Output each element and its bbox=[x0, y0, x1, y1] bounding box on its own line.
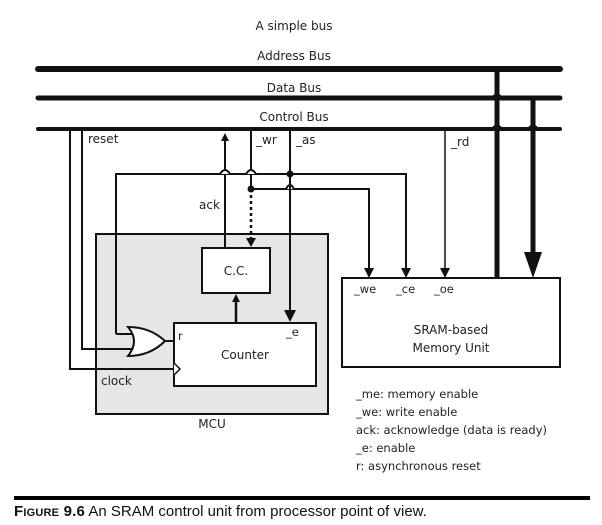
clock-input-marker bbox=[173, 362, 182, 376]
pin-ce: _ce bbox=[395, 282, 415, 296]
diagram-title: A simple bus bbox=[256, 19, 333, 33]
clock-label: clock bbox=[101, 374, 132, 388]
legend-item: _e: enable bbox=[355, 441, 415, 455]
legend-item: _we: write enable bbox=[355, 405, 457, 419]
pin-we: _we bbox=[353, 282, 376, 296]
cc-label: C.C. bbox=[224, 264, 248, 278]
wr-cc-arrow bbox=[246, 238, 256, 247]
legend-item: ack: acknowledge (data is ready) bbox=[356, 423, 547, 437]
wr-label: _wr bbox=[255, 133, 277, 147]
rd-label: _rd bbox=[450, 135, 469, 149]
clock-wire bbox=[69, 129, 176, 370]
caption-text: An SRAM control unit from processor poin… bbox=[85, 503, 427, 520]
wr-crossing bbox=[245, 169, 257, 175]
memory-label-line1: SRAM-based bbox=[414, 323, 489, 337]
control-bus-label: Control Bus bbox=[259, 110, 328, 124]
ack-label: ack bbox=[199, 198, 220, 212]
as-to-ce-wire bbox=[285, 173, 407, 272]
memory-label-line2: Memory Unit bbox=[412, 341, 489, 355]
or-gate bbox=[125, 325, 167, 358]
pin-oe: _oe bbox=[433, 282, 454, 296]
counter-r-pin: r bbox=[178, 329, 183, 343]
mcu-label: MCU bbox=[198, 417, 226, 431]
caption-rule bbox=[14, 496, 590, 500]
as-label: _as bbox=[295, 133, 316, 147]
counter-e-pin: _e bbox=[285, 325, 299, 339]
legend: _me: memory enable _we: write enable ack… bbox=[355, 387, 547, 473]
oe-arrow bbox=[440, 268, 450, 278]
data-bus-label: Data Bus bbox=[267, 81, 322, 95]
figure-caption: Figure 9.6 An SRAM control unit from pro… bbox=[14, 503, 427, 520]
as-e-arrow bbox=[284, 310, 296, 322]
counter-box bbox=[173, 322, 317, 387]
reset-label: reset bbox=[88, 132, 119, 146]
address-bus-label: Address Bus bbox=[257, 49, 331, 63]
ce-arrow bbox=[401, 268, 411, 278]
memory-unit-box bbox=[341, 277, 561, 368]
reset-wire bbox=[81, 129, 133, 350]
counter-label: Counter bbox=[221, 348, 269, 362]
figure-label: Figure 9.6 bbox=[14, 503, 86, 520]
data-tap-arrow bbox=[524, 252, 542, 278]
legend-item: r: asynchronous reset bbox=[356, 459, 481, 473]
we-arrow bbox=[364, 268, 374, 278]
legend-item: _me: memory enable bbox=[355, 387, 478, 401]
cc-box bbox=[201, 247, 271, 294]
ack-crossing bbox=[219, 169, 231, 175]
